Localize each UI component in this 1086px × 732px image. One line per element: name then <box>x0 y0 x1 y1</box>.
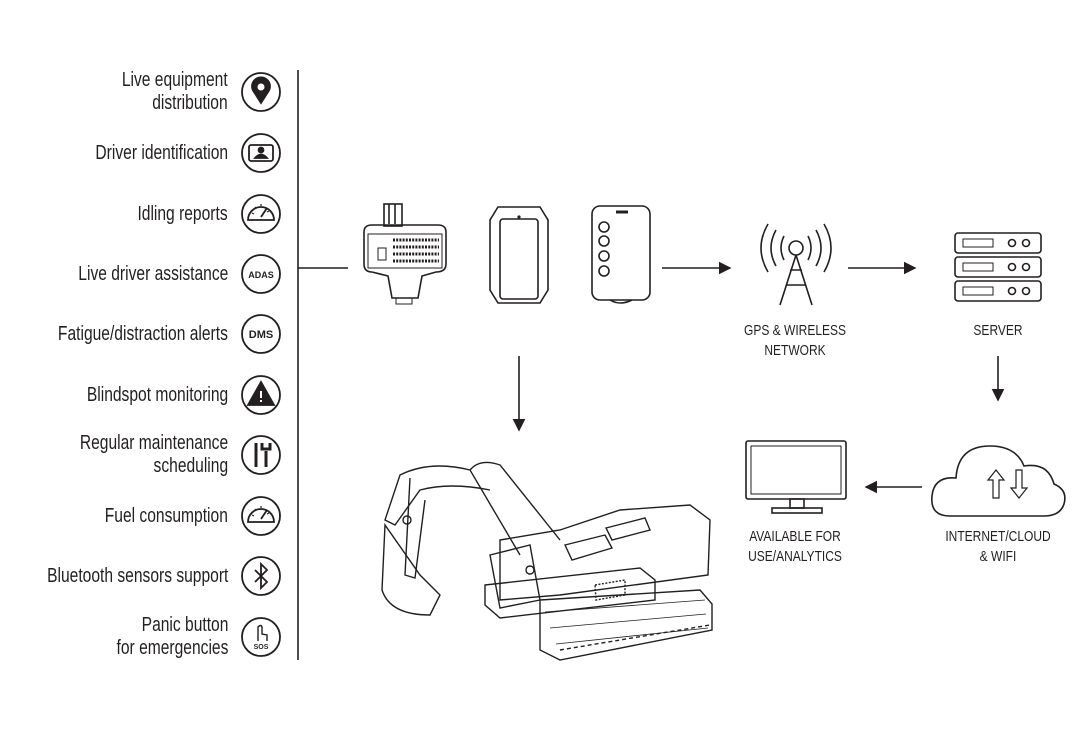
badge-text: SOS <box>254 644 269 651</box>
feature-label: Driver identification <box>95 141 228 164</box>
sos-button-icon: SOS <box>241 617 281 657</box>
key-fob-device <box>591 205 651 304</box>
monitor-icon <box>745 440 847 514</box>
adas-icon: ADAS <box>241 254 281 294</box>
analytics-label-text: AVAILABLE FOR USE/ANALYTICS <box>748 528 842 565</box>
analytics-label: AVAILABLE FOR USE/ANALYTICS <box>748 527 842 567</box>
feature-label: Idling reports <box>137 202 228 225</box>
warning-triangle-icon <box>241 375 281 415</box>
feature-label: Blindspot monitoring <box>86 383 228 406</box>
feature-label: Live equipment distribution <box>122 69 228 114</box>
network-label: GPS & WIRELESS NETWORK <box>744 321 846 361</box>
server-label-text: SERVER <box>973 322 1023 339</box>
driver-id-card-icon <box>241 133 281 173</box>
badge-text: DMS <box>249 329 273 341</box>
feature-label: Live driver assistance <box>77 262 228 285</box>
gauge-icon <box>241 194 281 234</box>
excavator-illustration <box>381 461 713 661</box>
cloud-label-text: INTERNET/CLOUD & WIFI <box>945 528 1051 565</box>
cloud-icon <box>931 445 1066 517</box>
feature-label: Regular maintenance scheduling <box>79 432 228 477</box>
map-pin-icon <box>241 72 281 112</box>
feature-label: Panic button for emergencies <box>116 614 228 659</box>
feature-label: Fuel consumption <box>104 504 228 527</box>
cloud-label: INTERNET/CLOUD & WIFI <box>945 527 1050 567</box>
dms-icon: DMS <box>241 314 281 354</box>
tools-icon <box>241 435 281 475</box>
feature-label: Bluetooth sensors support <box>46 564 228 587</box>
fuel-gauge-icon <box>241 496 281 536</box>
cell-tower-icon <box>760 223 832 306</box>
obd-tracker-device <box>363 203 447 305</box>
rugged-tracker-device <box>489 206 549 304</box>
feature-label: Fatigue/distraction alerts <box>58 322 228 345</box>
badge-text: ADAS <box>248 270 274 280</box>
server-icon <box>954 232 1042 302</box>
bluetooth-icon <box>241 556 281 596</box>
server-label: SERVER <box>973 321 1022 341</box>
network-label-text: GPS & WIRELESS NETWORK <box>743 322 847 359</box>
